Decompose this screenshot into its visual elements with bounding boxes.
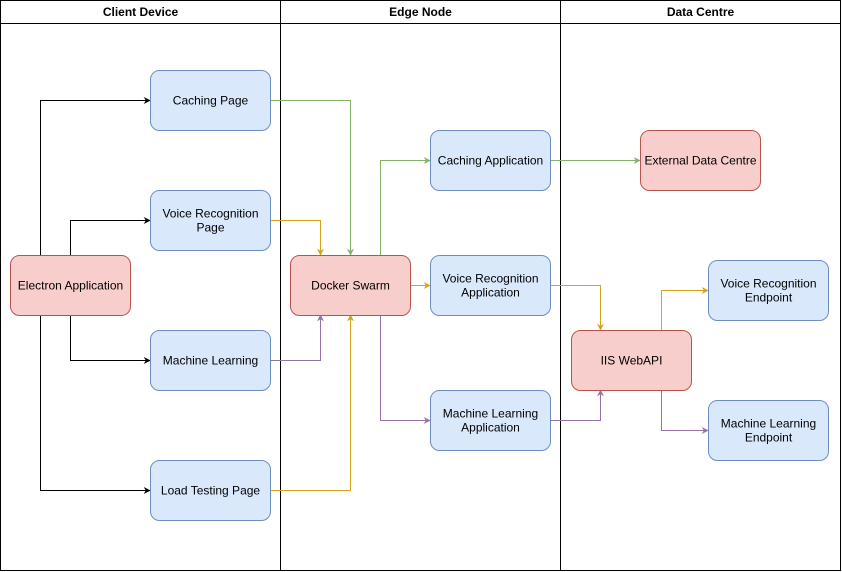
node-box — [708, 400, 829, 461]
edge-voice-page-to-docker — [270, 220, 324, 256]
lane-title-edge: Edge Node — [389, 5, 452, 19]
lane-dc: Data Centre — [560, 0, 841, 571]
edge-electron-to-ml-page — [70, 315, 151, 364]
edge-ml-page-to-docker — [270, 314, 324, 361]
node-electron[interactable]: Electron Application — [10, 255, 131, 316]
node-label: Endpoint — [745, 291, 793, 305]
node-label: Machine Learning — [443, 407, 538, 421]
node-ext-dc[interactable]: External Data Centre — [640, 130, 761, 191]
node-box — [708, 260, 829, 321]
node-label: Voice Recognition — [162, 207, 258, 221]
edge-load-page-to-docker — [270, 314, 354, 491]
node-box — [571, 330, 692, 391]
node-label: IIS WebAPI — [601, 354, 663, 368]
edge-iis-to-voice-ep — [661, 287, 709, 330]
edge-docker-to-ml-app — [380, 315, 431, 424]
edge-electron-to-voice-page — [70, 217, 151, 255]
node-box — [150, 70, 271, 131]
node-box — [150, 190, 271, 251]
edge-electron-to-caching-page — [40, 97, 151, 255]
node-box — [430, 255, 551, 316]
node-box — [10, 255, 131, 316]
node-label: Machine Learning — [163, 354, 258, 368]
node-label: External Data Centre — [644, 154, 756, 168]
node-caching-app[interactable]: Caching Application — [430, 130, 551, 191]
edge-iis-to-ml-ep — [661, 390, 709, 434]
node-label: Application — [461, 421, 520, 435]
edges — [40, 97, 709, 494]
node-box — [640, 130, 761, 191]
node-box — [430, 130, 551, 191]
edge-ml-app-to-iis — [550, 389, 604, 421]
node-load-page[interactable]: Load Testing Page — [150, 460, 271, 521]
node-label: Voice Recognition — [720, 277, 816, 291]
edge-caching-page-to-docker — [270, 100, 354, 256]
lane-title-client: Client Device — [103, 5, 179, 19]
node-box — [290, 255, 411, 316]
node-label: Caching Page — [173, 94, 249, 108]
edge-electron-to-load-page — [40, 315, 151, 494]
node-label: Application — [461, 286, 520, 300]
edge-voice-app-to-iis — [550, 285, 604, 331]
node-docker[interactable]: Docker Swarm — [290, 255, 411, 316]
node-label: Page — [196, 221, 224, 235]
node-box — [150, 460, 271, 521]
node-label: Machine Learning — [721, 417, 816, 431]
node-label: Load Testing Page — [161, 484, 261, 498]
node-box — [430, 390, 551, 451]
lane-title-dc: Data Centre — [667, 5, 735, 19]
node-ml-page[interactable]: Machine Learning — [150, 330, 271, 391]
node-label: Docker Swarm — [311, 279, 390, 293]
node-label: Endpoint — [745, 431, 793, 445]
node-label: Electron Application — [18, 279, 123, 293]
node-label: Voice Recognition — [442, 272, 538, 286]
node-box — [150, 330, 271, 391]
node-caching-page[interactable]: Caching Page — [150, 70, 271, 131]
node-label: Caching Application — [438, 154, 543, 168]
node-iis[interactable]: IIS WebAPI — [571, 330, 692, 391]
edge-docker-to-caching-app — [380, 157, 431, 255]
